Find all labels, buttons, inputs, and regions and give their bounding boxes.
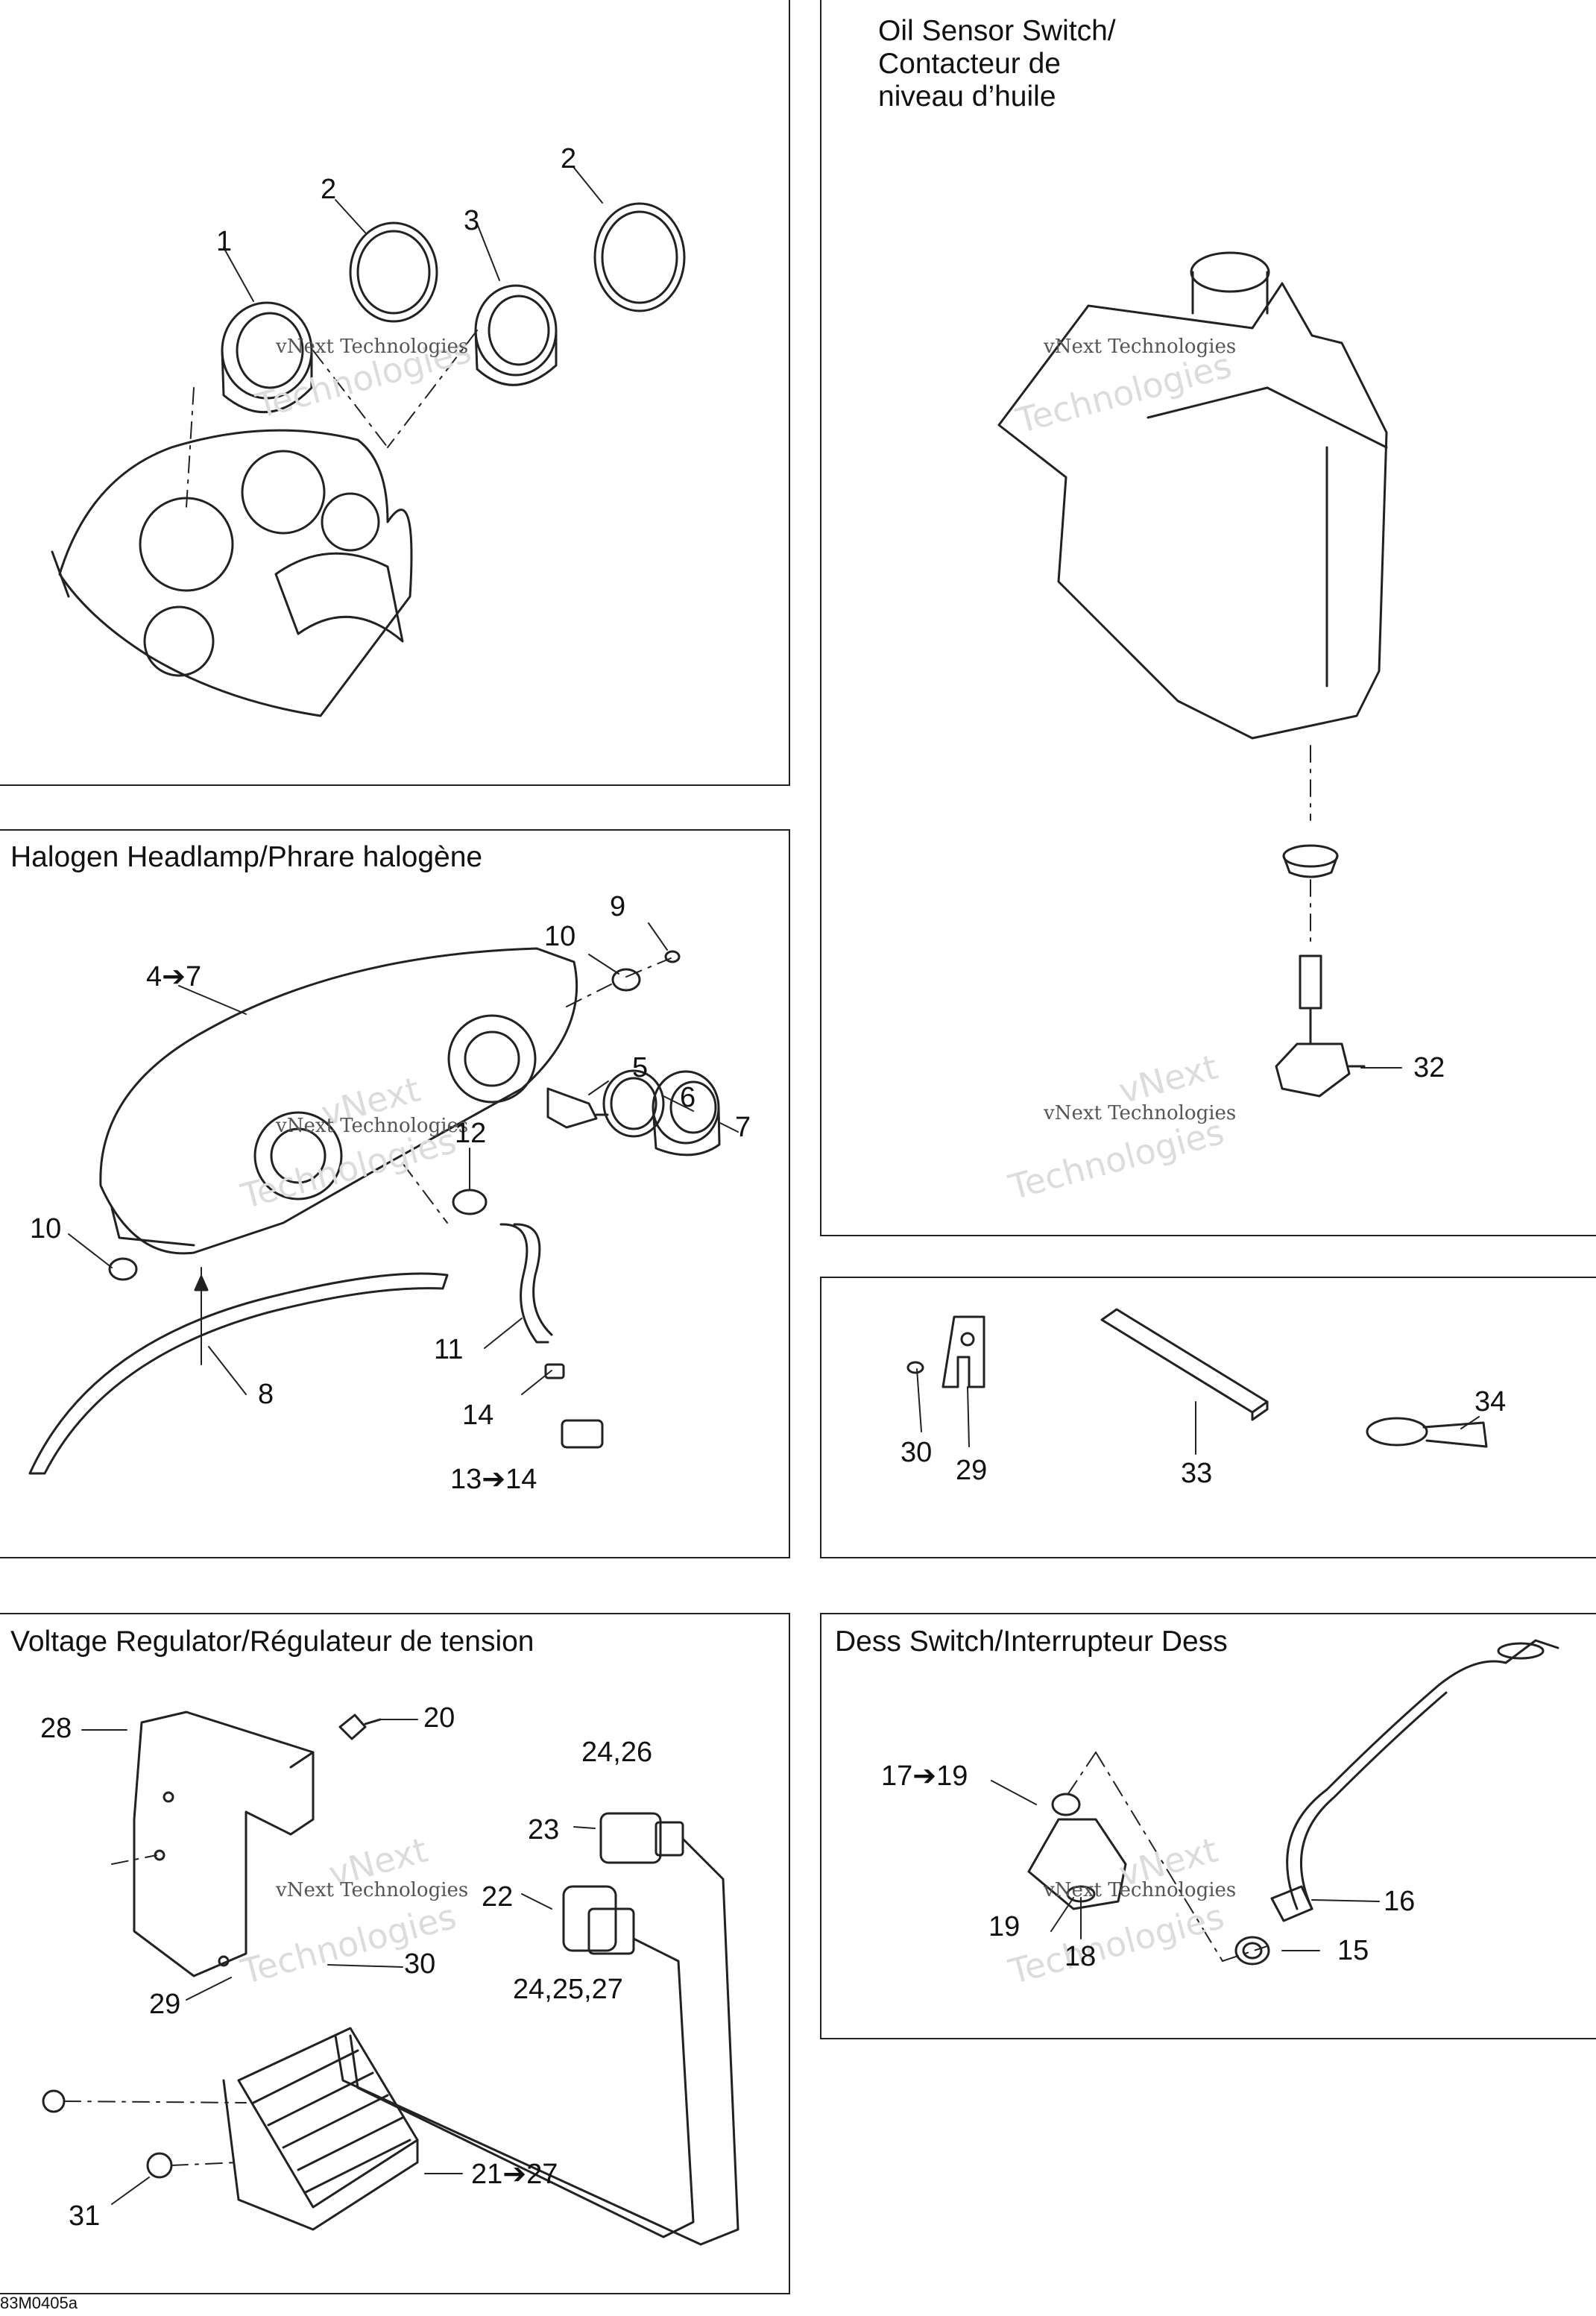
trim-strip-illustration — [28, 1272, 449, 1475]
oil-level-sensor-illustration — [1275, 954, 1366, 1098]
headlamp-housing-illustration — [99, 947, 578, 1255]
callout-9: 9 — [610, 891, 626, 922]
gauge-1-illustration — [221, 301, 313, 414]
panel-dess-switch — [820, 1613, 1596, 2039]
callout-29b: 29 — [149, 1989, 181, 2020]
breather-tube-illustration — [499, 1223, 553, 1344]
callout-31: 31 — [69, 2200, 101, 2232]
callout-24-26: 24,26 — [581, 1737, 653, 1768]
connector-illustration — [544, 1363, 604, 1449]
callout-11: 11 — [434, 1334, 464, 1365]
edge-trim-illustration — [1100, 1308, 1269, 1421]
callout-17-to-19: 17➔19 — [881, 1760, 968, 1792]
callout-19: 19 — [988, 1911, 1021, 1942]
callout-33: 33 — [1181, 1458, 1213, 1489]
regulator-title: Voltage Regulator/Régulateur de tension — [10, 1626, 534, 1658]
watermark-instrument: vNext Technologies — [276, 336, 469, 358]
grommet-illustration — [1282, 844, 1339, 878]
bezel-ring-2a-illustration — [349, 221, 438, 323]
dess-key-illustration — [1234, 1885, 1313, 1966]
mounting-bracket-illustration — [133, 1711, 315, 1977]
watermark-oil-top: vNext Technologies — [1044, 336, 1237, 358]
callout-6: 6 — [680, 1082, 696, 1113]
callout-16: 16 — [1384, 1886, 1416, 1917]
instrument-housing-illustration — [51, 429, 413, 717]
regulator-body-illustration — [222, 2027, 419, 2231]
panel-halogen-headlamp — [0, 829, 790, 1558]
harness-connector-23-illustration — [599, 1812, 684, 1864]
callout-8: 8 — [258, 1379, 274, 1410]
callout-5: 5 — [632, 1052, 649, 1083]
oil-tank-illustration — [997, 251, 1388, 740]
clip-illustration — [906, 1315, 985, 1388]
bezel-ring-2b-illustration — [593, 202, 686, 312]
dess-title: Dess Switch/Interrupteur Dess — [835, 1626, 1228, 1658]
screw-31-illustration — [42, 2089, 173, 2179]
callout-14: 14 — [462, 1400, 494, 1431]
callout-4-to-7: 4➔7 — [146, 961, 202, 992]
callout-15: 15 — [1337, 1935, 1369, 1966]
retaining-ring-illustration — [602, 1069, 665, 1138]
callout-1: 1 — [216, 226, 233, 257]
callout-12: 12 — [455, 1118, 487, 1149]
callout-22: 22 — [482, 1881, 514, 1913]
bulb-illustration — [546, 1087, 609, 1129]
gauge-3-illustration — [474, 284, 558, 386]
callout-21-to-27: 21➔27 — [471, 2159, 558, 2190]
callout-32: 32 — [1413, 1052, 1445, 1083]
rubber-cap-illustration — [652, 1070, 721, 1157]
watermark-dess: vNext Technologies — [1044, 1879, 1237, 1901]
regulator-wiring-illustration — [334, 1837, 739, 2246]
callout-30b: 30 — [404, 1948, 436, 1980]
callout-3: 3 — [464, 205, 480, 236]
watermark-oil-bottom: vNext Technologies — [1044, 1102, 1237, 1124]
screw-20-illustration — [338, 1714, 382, 1740]
callout-18: 18 — [1064, 1941, 1097, 1972]
callout-10b: 10 — [30, 1213, 62, 1244]
headlamp-title: Halogen Headlamp/Phrare halogène — [10, 841, 483, 873]
callout-24-25-27: 24,25,27 — [513, 1974, 623, 2005]
figure-code: 83M0405a — [0, 2294, 78, 2312]
harness-connector-22-illustration — [562, 1885, 635, 1955]
callout-7: 7 — [735, 1112, 751, 1143]
safety-lanyard-illustration — [1286, 1639, 1559, 1910]
callout-13-to-14: 13➔14 — [450, 1464, 537, 1495]
callout-28: 28 — [40, 1713, 72, 1744]
watermark-headlamp: vNext Technologies — [276, 1115, 469, 1137]
oil-sensor-title: Oil Sensor Switch/ Contacteur de niveau … — [878, 15, 1116, 113]
callout-2b: 2 — [561, 143, 577, 174]
panel-instrument-cluster — [0, 0, 790, 786]
callout-10a: 10 — [544, 921, 576, 952]
callout-29a: 29 — [956, 1455, 988, 1486]
panel-oil-sensor-switch — [820, 0, 1596, 1236]
callout-30a: 30 — [900, 1437, 933, 1468]
callout-34: 34 — [1474, 1386, 1507, 1417]
callout-20: 20 — [423, 1702, 455, 1734]
panel-hardware — [820, 1277, 1596, 1558]
callout-2a: 2 — [321, 174, 337, 205]
cable-tie-illustration — [1366, 1417, 1488, 1448]
panel-voltage-regulator — [0, 1613, 790, 2294]
watermark-regulator: vNext Technologies — [276, 1879, 469, 1901]
callout-23: 23 — [528, 1814, 560, 1845]
